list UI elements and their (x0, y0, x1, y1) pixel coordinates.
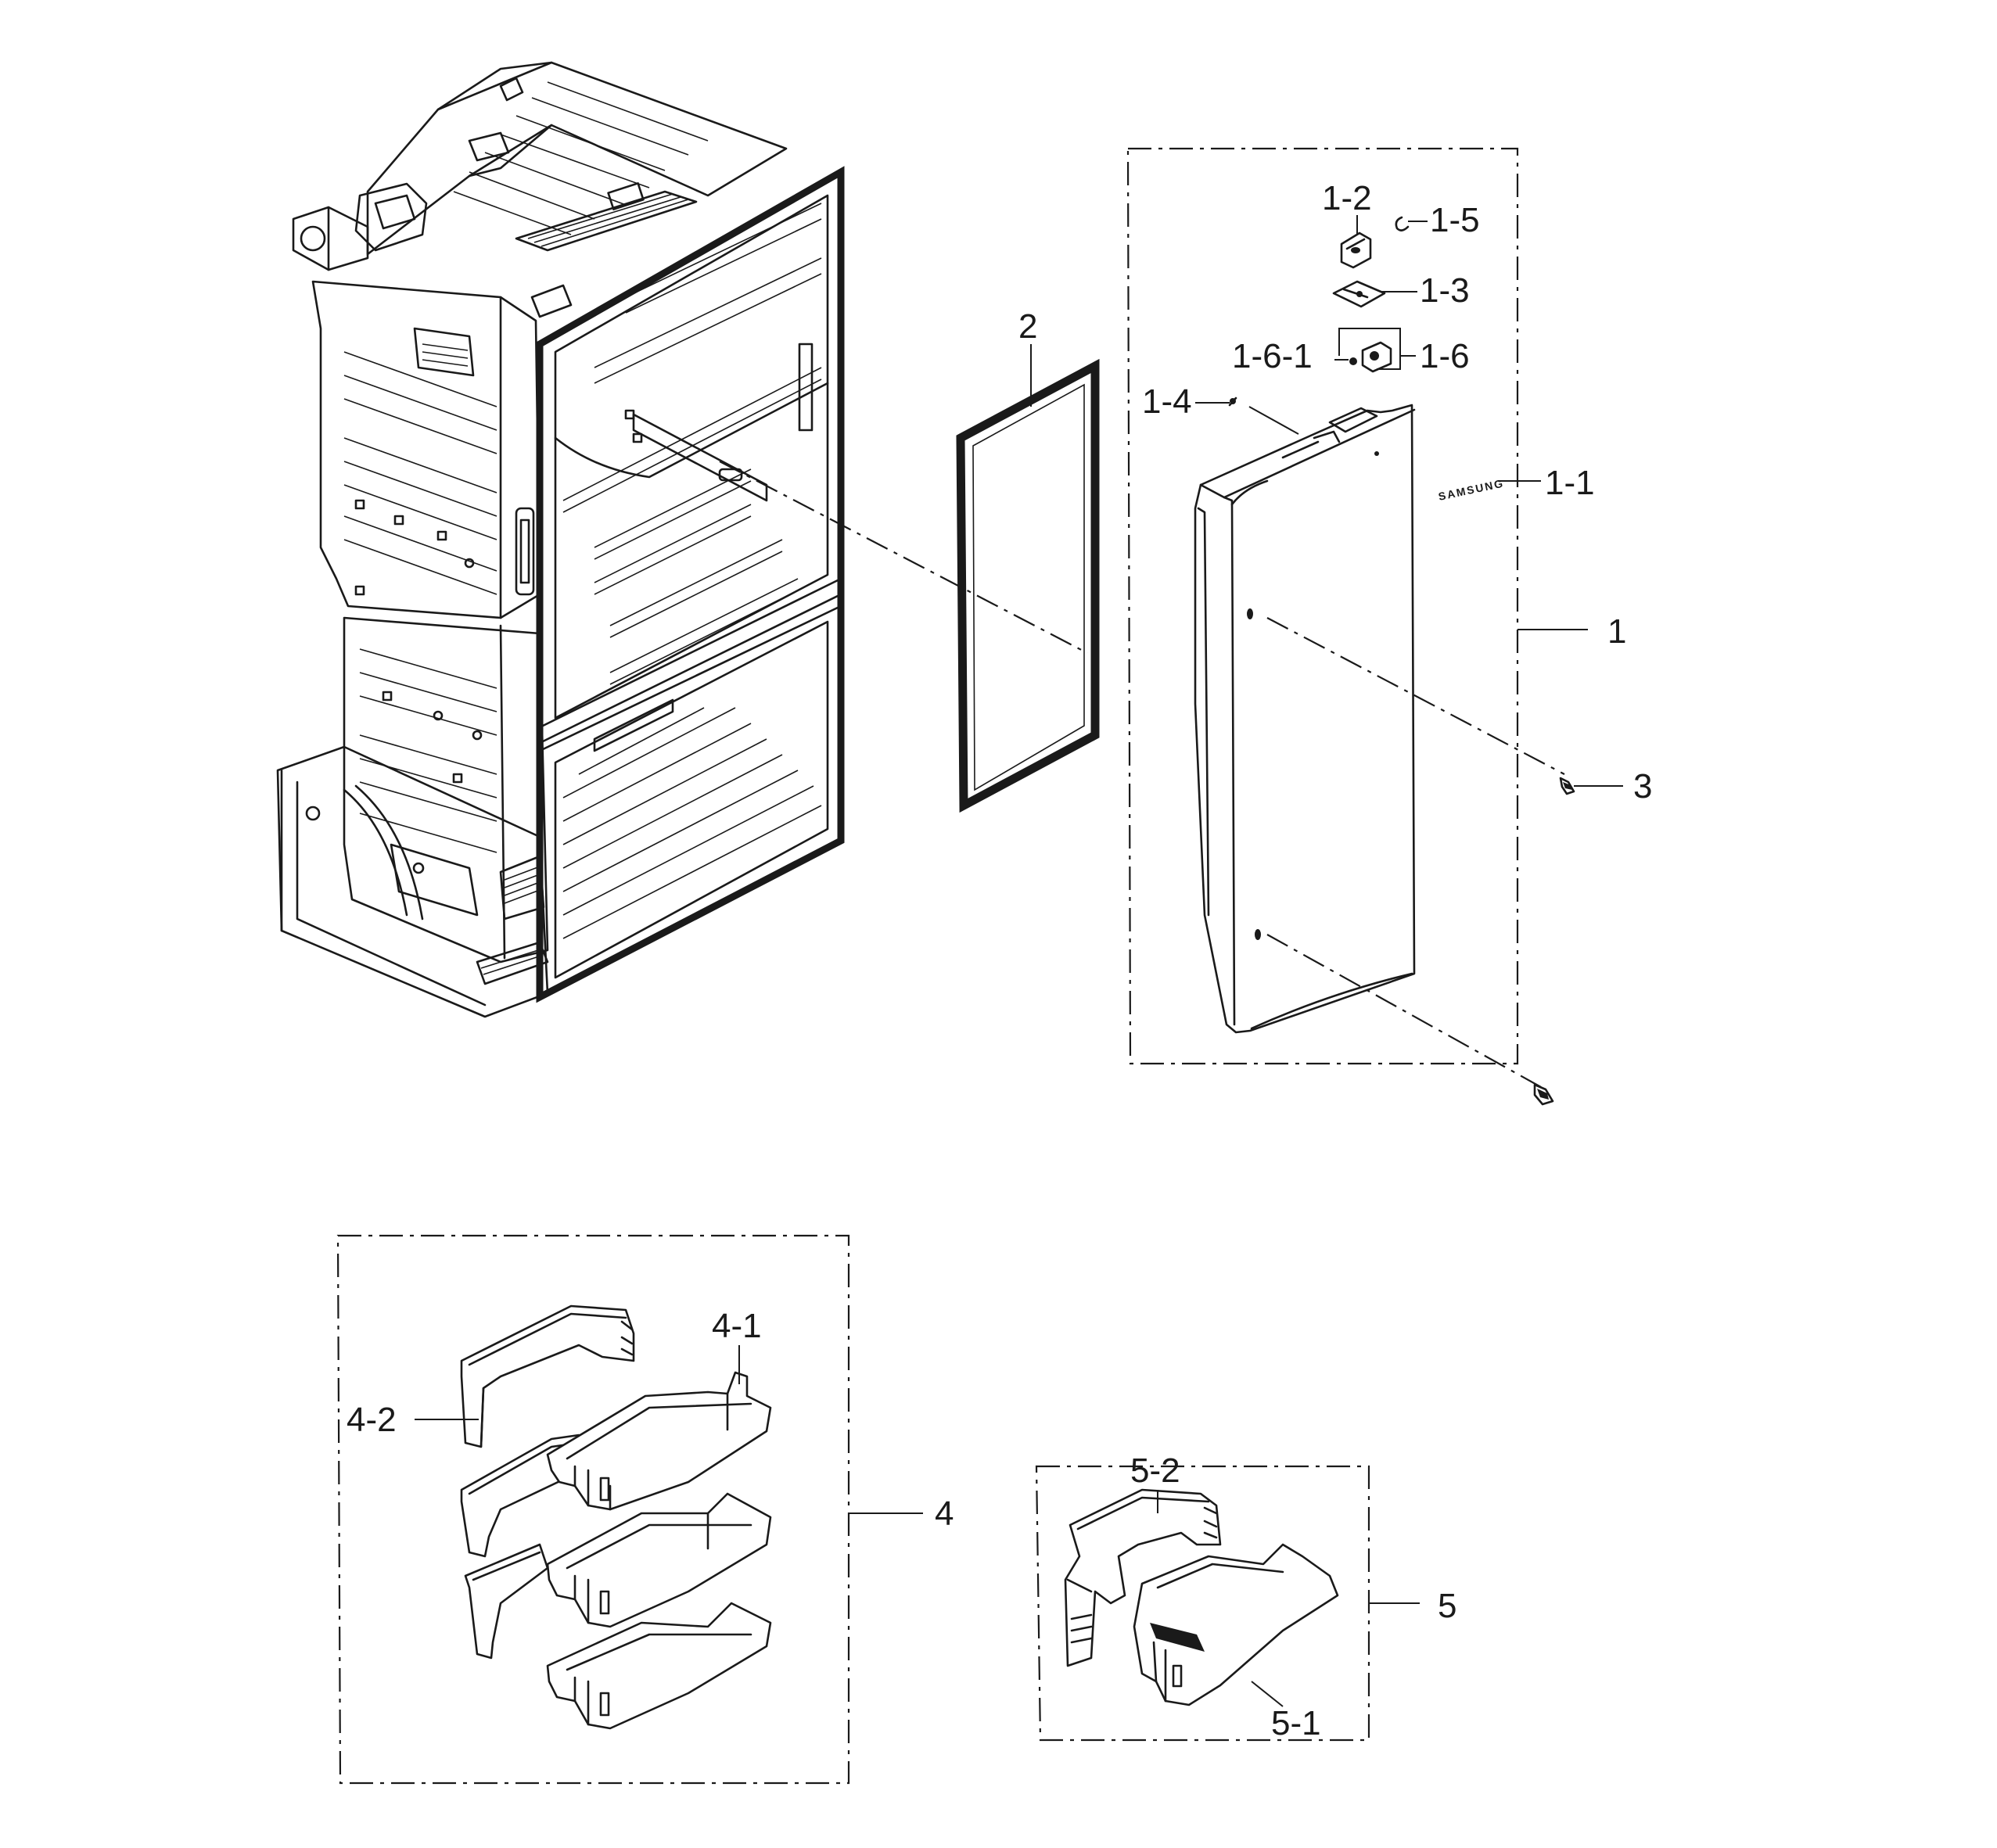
callout-4-1: 4-1 (712, 1307, 762, 1345)
door-gasket-icon (956, 358, 1100, 813)
callout-4-2: 4-2 (347, 1401, 397, 1439)
callout-1: 1 (1607, 612, 1626, 651)
callout-5-2: 5-2 (1130, 1451, 1180, 1490)
callout-1-4: 1-4 (1142, 382, 1192, 421)
callout-1-1: 1-1 (1545, 464, 1595, 502)
refrigerator-cabinet-icon (276, 61, 845, 1018)
callout-labels: 1-2 1-5 1-3 1-6-1 1-6 1-4 1-1 1 2 3 4-1 … (347, 179, 1652, 1742)
callout-1-6-1: 1-6-1 (1232, 337, 1313, 375)
alignment-line-gasket (719, 461, 1088, 654)
callout-5: 5 (1438, 1587, 1456, 1625)
alignment-line-screw-lower (1266, 934, 1542, 1088)
callout-1-3: 1-3 (1420, 271, 1470, 310)
callout-1-2: 1-2 (1322, 179, 1372, 217)
callout-2: 2 (1018, 307, 1037, 346)
callout-5-1: 5-1 (1271, 1704, 1321, 1742)
hinge-icon (1228, 216, 1410, 407)
large-bin-boundary (1035, 1465, 1370, 1742)
cabinet-front-frame (536, 166, 845, 1003)
screw-icon (1533, 777, 1575, 1106)
callout-1-5: 1-5 (1430, 201, 1480, 239)
callout-1-6: 1-6 (1420, 337, 1470, 375)
door-panel-icon (1194, 404, 1416, 1034)
samsung-logo: SAMSUNG (1437, 476, 1505, 502)
door-guard-icon (1064, 1488, 1222, 1667)
door-bin-icon (546, 1371, 772, 1730)
bin-set-boundary (336, 1234, 850, 1785)
callout-3: 3 (1633, 767, 1652, 806)
door-bin-icon (1133, 1543, 1339, 1706)
callout-4: 4 (935, 1495, 954, 1533)
door-assembly-boundary (1126, 147, 1519, 1065)
alignment-line-screw-upper (1266, 617, 1565, 775)
